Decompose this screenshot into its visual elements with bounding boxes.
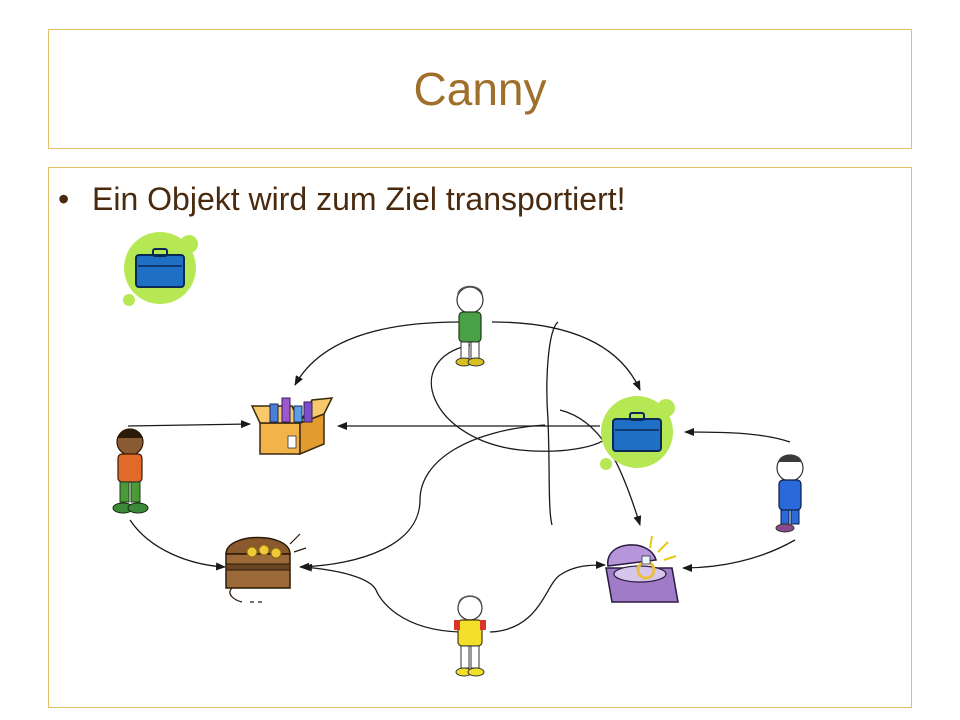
bullet-dot: • [58, 181, 70, 217]
line-vertical-divider [546, 321, 559, 526]
arrow-suitcase-to-chest [299, 424, 546, 571]
arrow-top-to-suitcase [491, 321, 641, 391]
yellow-shirt-child-icon [454, 595, 486, 677]
content-frame [48, 167, 912, 708]
green-shirt-child-icon [455, 285, 485, 367]
ring-box-icon [605, 535, 679, 603]
arrow-left-to-box [127, 420, 251, 429]
arrow-top-to-box [294, 321, 461, 386]
orange-shirt-child-icon [112, 428, 149, 514]
arrow-bottom-to-chest [302, 563, 461, 633]
treasure-chest-icon [225, 533, 307, 603]
arrow-right-to-ring [682, 539, 796, 572]
suitcase-thought-bubble-icon [123, 232, 198, 306]
bullet-item: • Ein Objekt wird zum Ziel transportiert! [58, 181, 626, 218]
bullet-text: Ein Objekt wird zum Ziel transportiert! [92, 181, 626, 217]
suitcase-thought-bubble-icon [600, 396, 675, 470]
slide-title: Canny [413, 63, 547, 115]
blue-shirt-child-icon [775, 454, 804, 533]
arrow-right-to-suitcase [684, 428, 791, 443]
arrow-bottom-to-ring [489, 561, 606, 633]
box-of-bottles-icon [250, 397, 334, 456]
arrow-left-to-chest [129, 519, 226, 571]
title-frame: Canny [48, 29, 912, 149]
line-top-loop [430, 344, 611, 452]
